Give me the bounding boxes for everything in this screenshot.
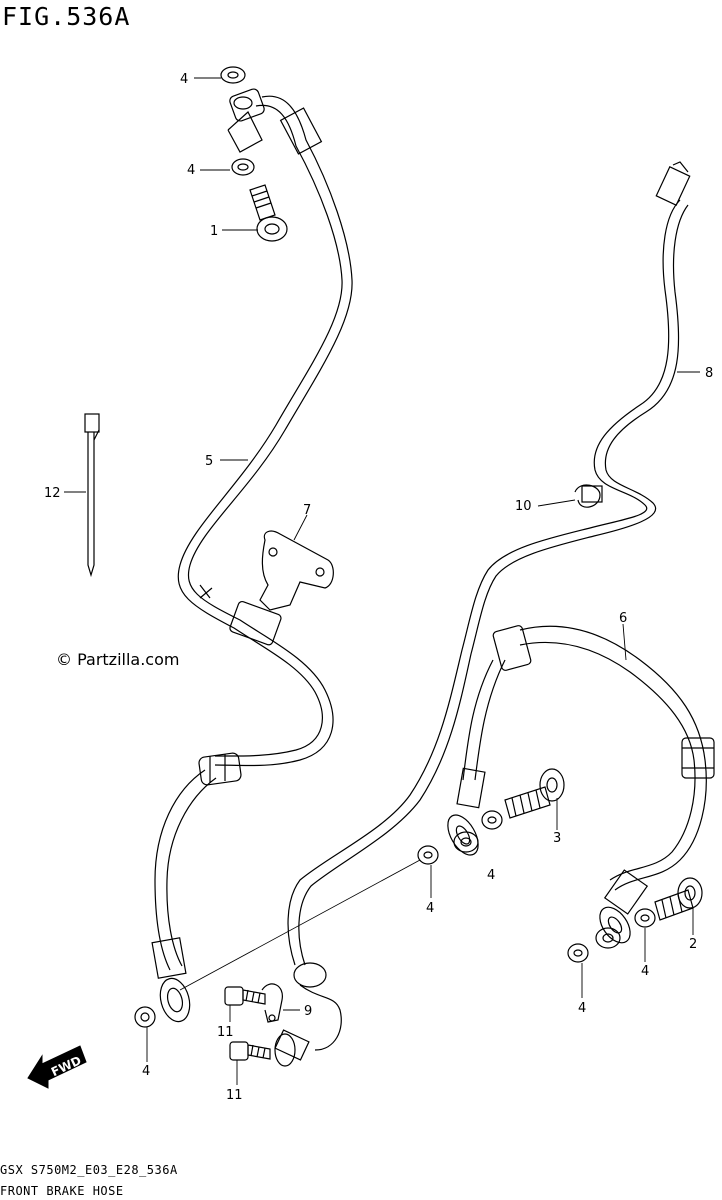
- washer-4-a[interactable]: [453, 831, 479, 853]
- callout-3: 3: [553, 831, 561, 846]
- brake-hose-5[interactable]: [177, 95, 353, 767]
- callout-4-lower-right: 4: [578, 1001, 586, 1016]
- callout-12: 12: [44, 486, 61, 501]
- hose-8-lower-fitting[interactable]: [274, 962, 342, 1067]
- callout-5: 5: [205, 454, 213, 469]
- callout-10: 10: [515, 499, 532, 514]
- banjo-bolt-2[interactable]: [654, 877, 703, 921]
- bolt-11-lower[interactable]: [229, 1041, 271, 1061]
- callout-9: 9: [304, 1004, 312, 1019]
- callout-4-top: 4: [180, 72, 188, 87]
- hose-grommet: [229, 600, 282, 646]
- washer-4-c[interactable]: [417, 845, 439, 865]
- callout-4-left-center: 4: [426, 901, 434, 916]
- bolt-11-upper[interactable]: [224, 986, 266, 1006]
- callouts: 4 4 1 5 12 7 8 10 6 3 4 4 2 4 4 9 11 11 …: [44, 72, 713, 1103]
- brake-hose-6[interactable]: [442, 625, 715, 948]
- washer-4-e[interactable]: [634, 908, 656, 928]
- washer-4-b[interactable]: [481, 810, 503, 830]
- footer-model-code: GSX S750M2_E03_E28_536A: [0, 1163, 178, 1177]
- washer-4-second[interactable]: [231, 158, 255, 176]
- callout-1: 1: [210, 224, 218, 239]
- washer-4-top[interactable]: [220, 66, 246, 84]
- hose-joint-clamp: [198, 752, 242, 786]
- guide-line-left: [179, 859, 421, 991]
- footer-section-title: FRONT BRAKE HOSE: [0, 1184, 124, 1198]
- washer-4-f[interactable]: [567, 943, 589, 963]
- hose-clamp-10[interactable]: [574, 484, 603, 508]
- banjo-bolt-3[interactable]: [504, 768, 565, 819]
- leader-lines: [64, 77, 700, 1085]
- callout-2: 2: [689, 937, 697, 952]
- callout-7: 7: [303, 503, 311, 518]
- callout-6: 6: [619, 611, 627, 626]
- cable-tie-12[interactable]: [84, 413, 100, 578]
- banjo-bolt-1[interactable]: [249, 184, 288, 242]
- hose-bracket-7[interactable]: [259, 530, 334, 611]
- callout-4-lower-left: 4: [142, 1064, 150, 1079]
- upper-banjo-fitting[interactable]: [228, 88, 265, 123]
- washer-4-d[interactable]: [595, 927, 621, 949]
- callout-11-upper: 11: [217, 1025, 234, 1040]
- watermark: © Partzilla.com: [56, 650, 180, 669]
- fwd-arrow: FWD: [27, 1045, 87, 1089]
- brake-hose-5-lower[interactable]: [151, 769, 217, 1025]
- clamp-9[interactable]: [261, 983, 283, 1023]
- figure-title: FIG.536A: [2, 2, 131, 31]
- callout-8: 8: [705, 366, 713, 381]
- callout-4-second: 4: [187, 163, 195, 178]
- callout-4-right: 4: [641, 964, 649, 979]
- washer-4-g[interactable]: [134, 1006, 156, 1028]
- exploded-guide-line: [227, 111, 263, 153]
- callout-4-center: 4: [487, 868, 495, 883]
- brake-hose-8[interactable]: [287, 161, 691, 966]
- callout-11-lower: 11: [226, 1088, 243, 1103]
